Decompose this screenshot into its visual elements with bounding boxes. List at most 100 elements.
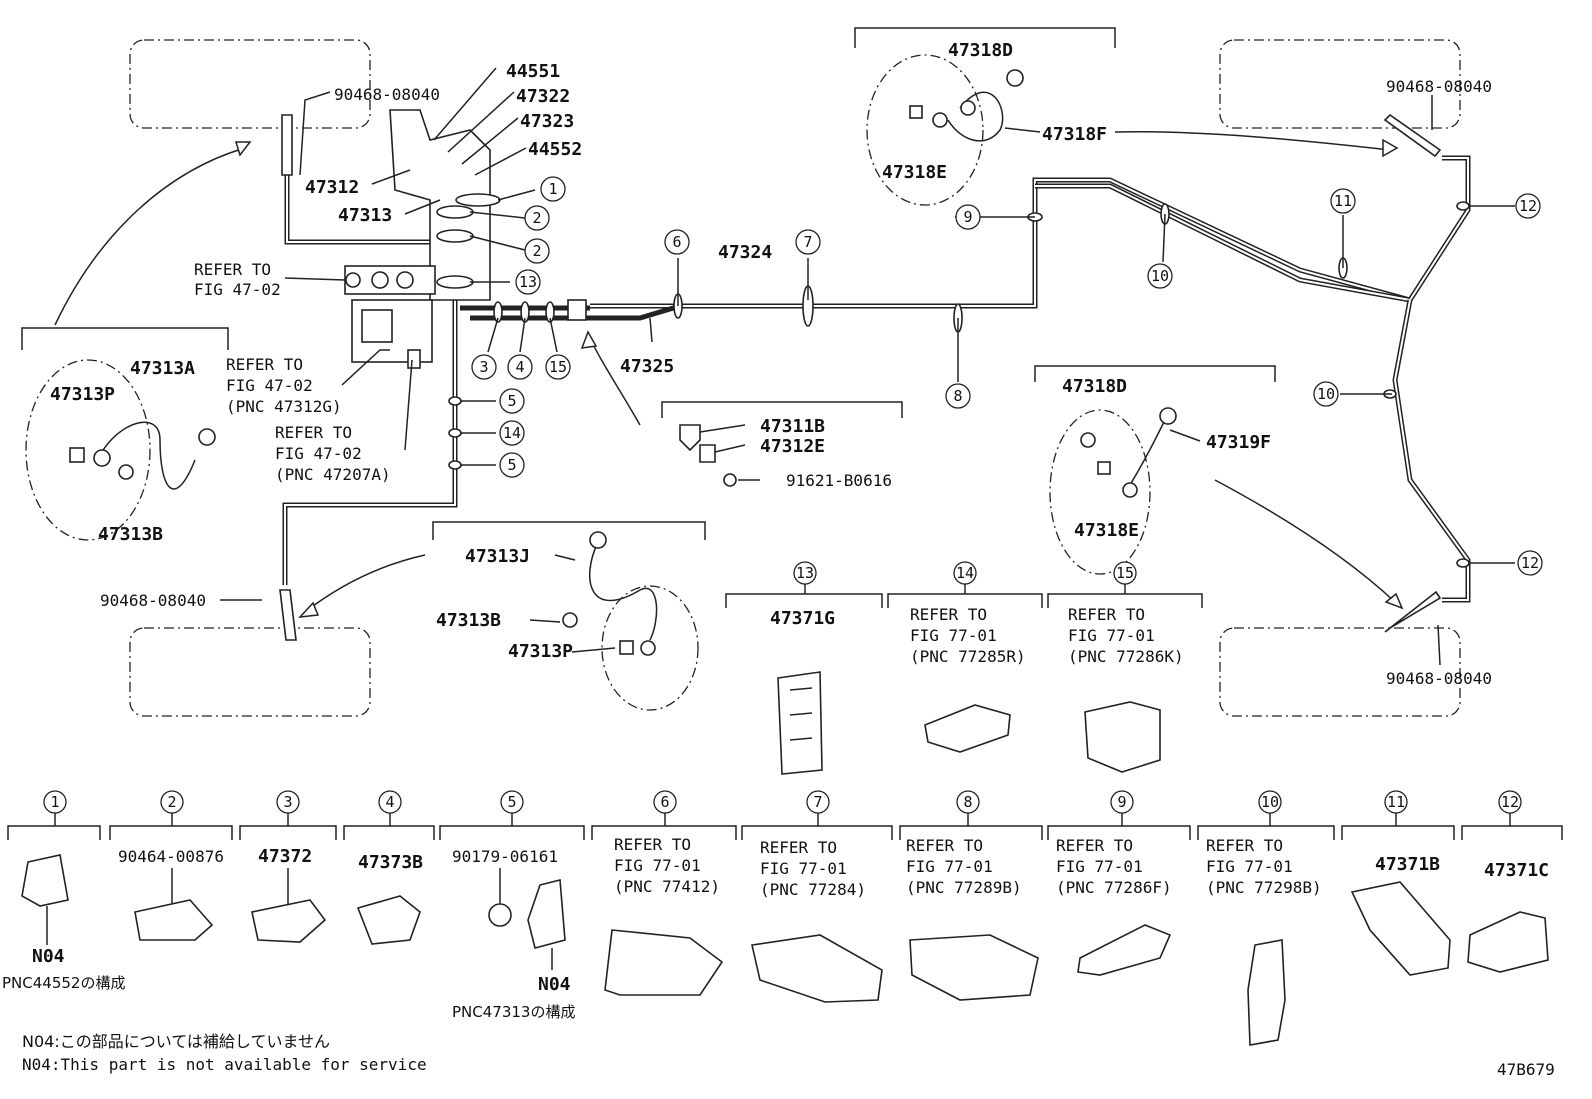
detail-panels-bottom: 1 N04 PNC44552の構成 2 90464-00876 3 47372: [2, 790, 1563, 1046]
refer-a-line2: FIG 47-02: [194, 280, 281, 299]
label-44551: 44551: [506, 61, 560, 82]
label-47313B-mid: 47313B: [436, 610, 501, 631]
detail-8-line1: REFER TO: [906, 836, 983, 855]
label-90468-bl: 90468-08040: [100, 591, 206, 610]
callout-11: 11: [1330, 188, 1356, 214]
direction-arrows: [54, 131, 1404, 618]
detail-10-line1: REFER TO: [1206, 836, 1283, 855]
detail-12-number: 12: [1501, 793, 1519, 811]
label-90468-tl: 90468-08040: [334, 85, 440, 104]
detail-9-line1: REFER TO: [1056, 836, 1133, 855]
detail-12-line1: 47371C: [1484, 860, 1549, 881]
detail-10-line3: (PNC 77298B): [1206, 878, 1322, 897]
callout-number: 5: [507, 456, 516, 474]
part-labels: 44551 4 7 3 2 2 47323 44552 47312 47313 4732…: [50, 40, 1492, 688]
label-47318F: 47318F: [1042, 124, 1107, 145]
detail-7-line1: REFER TO: [760, 838, 837, 857]
refer-b-line3: (PNC 47312G): [226, 397, 342, 416]
label-47318E-top: 47318E: [882, 162, 947, 183]
abs-actuator: [344, 109, 491, 369]
callout-1: 1: [540, 176, 566, 202]
brake-tubes: [282, 155, 1471, 603]
label-47313: 47313: [338, 205, 392, 226]
detail-2-number: 2: [167, 793, 176, 811]
label-47325: 47325: [620, 356, 674, 377]
callout-number: 2: [532, 209, 541, 227]
hose-assemblies: [25, 54, 1177, 711]
refer-c-line1: REFER TO: [275, 423, 352, 442]
hose-fittings: [279, 113, 1442, 641]
figure-code: 47B679: [1497, 1060, 1555, 1079]
callout-12: 12: [1517, 550, 1543, 576]
label-44552: 44552: [528, 139, 582, 160]
detail-3-line1: 47372: [258, 846, 312, 867]
detail-13: 13 47371G: [725, 561, 883, 775]
detail-3: 3 47372: [239, 790, 337, 943]
wheel-frames: [129, 39, 1461, 717]
callout-15: 15: [545, 354, 571, 380]
detail-15-number: 15: [1116, 564, 1134, 582]
detail-5-number: 5: [507, 793, 516, 811]
label-47323: 47323: [520, 111, 574, 132]
callout-number: 2: [532, 242, 541, 260]
callout-13: 13: [515, 269, 541, 295]
detail-15-line2: FIG 77-01: [1068, 626, 1155, 645]
detail-10-number: 10: [1261, 793, 1279, 811]
bracket-parts: [679, 424, 737, 487]
label-47313P-mid: 47313P: [508, 641, 573, 662]
refer-c-line3: (PNC 47207A): [275, 465, 391, 484]
detail-9-line2: FIG 77-01: [1056, 857, 1143, 876]
detail-13-number: 13: [796, 564, 814, 582]
callout-9: 9: [955, 204, 981, 230]
callout-number: 12: [1521, 554, 1539, 572]
label-47313J: 47313J: [465, 546, 530, 567]
refer-a-line1: REFER TO: [194, 260, 271, 279]
callout-number: 12: [1519, 197, 1537, 215]
callout-number: 1: [548, 180, 557, 198]
callout-5: 5: [499, 388, 525, 414]
label-47318D-mid: 47318D: [1062, 376, 1127, 397]
detail-5-sub: PNC47313の構成: [452, 1003, 575, 1021]
detail-14-line2: FIG 77-01: [910, 626, 997, 645]
callout-14: 14: [499, 420, 525, 446]
tube-clips: [436, 193, 1470, 568]
callout-3: 3: [471, 354, 497, 380]
detail-1-note: N04: [32, 946, 65, 967]
detail-7: 7 REFER TO FIG 77-01 (PNC 77284): [741, 790, 893, 1003]
callout-number: 7: [803, 233, 812, 251]
callout-7: 7: [795, 229, 821, 255]
callout-4: 4: [507, 354, 533, 380]
detail-11-line1: 47371B: [1375, 854, 1440, 875]
refer-b-line2: FIG 47-02: [226, 376, 313, 395]
callout-2: 2: [524, 238, 550, 264]
label-47318D-top: 47318D: [948, 40, 1013, 61]
detail-14-line3: (PNC 77285R): [910, 647, 1026, 666]
detail-2: 2 90464-00876: [109, 790, 233, 941]
detail-7-number: 7: [813, 793, 822, 811]
callout-number: 5: [507, 392, 516, 410]
callout-number: 10: [1317, 385, 1335, 403]
detail-10: 10 REFER TO FIG 77-01 (PNC 77298B): [1197, 790, 1335, 1046]
detail-panels-top: 13 47371G 14 REFER TO FIG 77-01 (PNC 772…: [725, 561, 1203, 775]
detail-1: 1 N04 PNC44552の構成: [2, 790, 125, 992]
detail-5: 5 90179-06161 N04 PNC47313の構成: [439, 790, 585, 1021]
detail-1-sub: PNC44552の構成: [2, 974, 125, 992]
detail-14-line1: REFER TO: [910, 605, 987, 624]
label-47319F: 47319F: [1206, 432, 1271, 453]
label-47312: 47312: [305, 177, 359, 198]
callout-number: 4: [515, 358, 524, 376]
callout-10: 10: [1147, 263, 1173, 289]
detail-9-line3: (PNC 77286F): [1056, 878, 1172, 897]
detail-2-line1: 90464-00876: [118, 847, 224, 866]
detail-14-number: 14: [956, 564, 974, 582]
detail-15-line1: REFER TO: [1068, 605, 1145, 624]
group-brackets: [21, 27, 1276, 540]
detail-5-note: N04: [538, 974, 571, 995]
callout-10: 10: [1313, 381, 1339, 407]
detail-4-line1: 47373B: [358, 852, 423, 873]
label-91621: 91621-B0616: [786, 471, 892, 490]
footnote-jp: N04:この部品については補給していません: [22, 1032, 330, 1051]
callout-2: 2: [524, 205, 550, 231]
detail-15: 15 REFER TO FIG 77-01 (PNC 77286K): [1047, 561, 1203, 773]
